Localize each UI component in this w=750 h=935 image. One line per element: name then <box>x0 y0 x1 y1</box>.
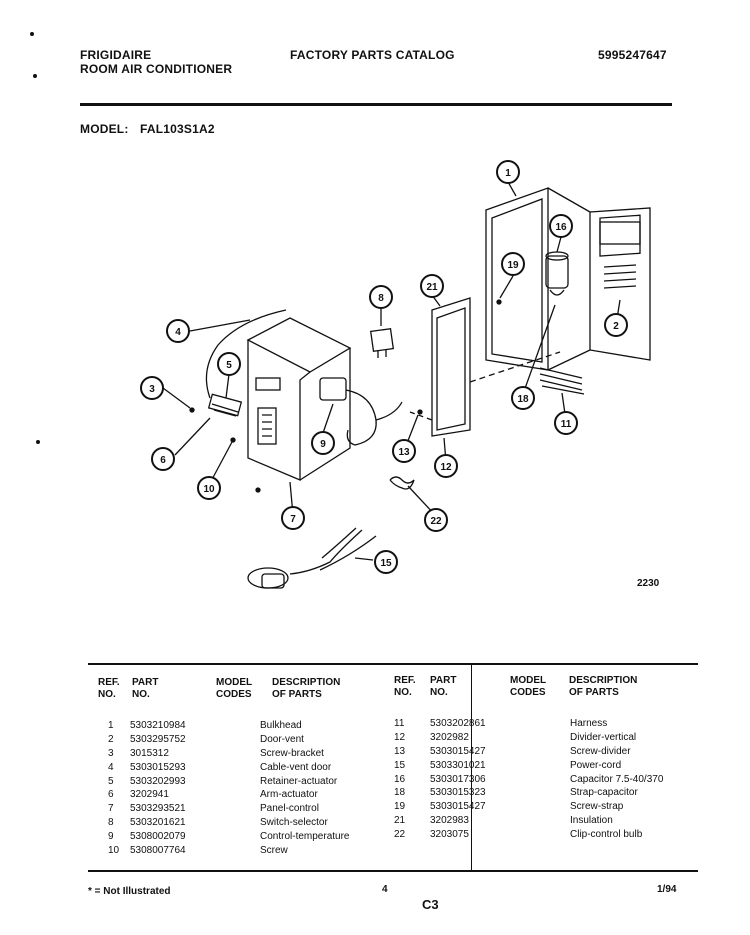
actuator-retainer-part <box>207 393 243 417</box>
not-illustrated-note: * = Not Illustrated <box>88 886 171 897</box>
callout-label: 22 <box>430 516 442 527</box>
callout-label: 12 <box>440 462 452 473</box>
clip-part <box>389 476 415 490</box>
callout-label: 9 <box>320 439 326 450</box>
insulation-part <box>431 297 471 437</box>
callout-label: 10 <box>203 484 215 495</box>
callout-13 <box>392 439 416 463</box>
callout-label: 1 <box>505 168 511 179</box>
callout-3 <box>140 376 164 400</box>
callout-6 <box>151 447 175 471</box>
callout-markers <box>140 160 628 574</box>
catalog-title: FACTORY PARTS CATALOG <box>290 48 455 62</box>
callout-label: 5 <box>226 360 232 371</box>
callout-label: 21 <box>426 282 438 293</box>
callout-22 <box>424 508 448 532</box>
callout-12 <box>434 454 458 478</box>
header-ref: REF.NO. <box>98 677 120 700</box>
callout-label: 18 <box>517 394 529 405</box>
header-ref: REF.NO. <box>394 675 416 698</box>
callout-labels: 1 16 19 2 21 8 4 5 3 6 10 9 13 12 18 11 … <box>149 168 619 569</box>
diagram-code: 2230 <box>637 578 660 589</box>
callout-7 <box>281 506 305 530</box>
callout-label: 16 <box>555 222 567 233</box>
control-panel-part <box>246 317 352 373</box>
callout-label: 11 <box>561 419 572 430</box>
callout-label: 2 <box>613 321 619 332</box>
callout-5 <box>217 352 241 376</box>
section-code: C3 <box>422 897 439 912</box>
table-divider <box>471 665 472 870</box>
document-number: 5995247647 <box>598 48 667 62</box>
header-rule <box>80 103 672 106</box>
product-name: ROOM AIR CONDITIONER <box>80 62 233 76</box>
callout-label: 15 <box>380 558 392 569</box>
model-value: FAL103S1A2 <box>140 122 215 136</box>
bulkhead-rear-panel <box>589 207 651 361</box>
callout-18 <box>511 386 535 410</box>
margin-mark <box>30 32 34 36</box>
callout-label: 6 <box>160 455 166 466</box>
callout-1 <box>496 160 520 184</box>
callout-16 <box>549 214 573 238</box>
callout-10 <box>197 476 221 500</box>
power-cord-part <box>289 529 363 575</box>
callout-label: 7 <box>290 514 296 525</box>
model-label: MODEL: <box>80 122 129 136</box>
callout-15 <box>374 550 398 574</box>
callout-label: 3 <box>149 384 155 395</box>
margin-mark <box>36 440 40 444</box>
callout-2 <box>604 313 628 337</box>
harness-part <box>539 367 585 395</box>
callout-8 <box>369 285 393 309</box>
callout-21 <box>420 274 444 298</box>
callout-label: 8 <box>378 293 384 304</box>
capacitor-part <box>545 255 569 289</box>
page-number: 4 <box>382 884 388 895</box>
callout-11 <box>554 411 578 435</box>
exploded-parts-diagram: 1 16 19 2 21 8 4 5 3 6 10 9 13 12 18 11 … <box>140 160 660 589</box>
vent-door-cable <box>205 309 287 399</box>
temperature-control-part <box>319 377 347 401</box>
margin-mark <box>33 74 37 78</box>
issue-date: 1/94 <box>657 884 677 895</box>
callout-label: 13 <box>398 447 410 458</box>
callout-9 <box>311 431 335 455</box>
bulkhead-part <box>485 187 549 371</box>
callout-label: 4 <box>175 327 181 338</box>
selector-switch-part <box>369 327 395 353</box>
brand-name: FRIGIDAIRE <box>80 48 152 62</box>
callout-label: 19 <box>507 260 519 271</box>
callout-4 <box>166 319 190 343</box>
callout-19 <box>501 252 525 276</box>
